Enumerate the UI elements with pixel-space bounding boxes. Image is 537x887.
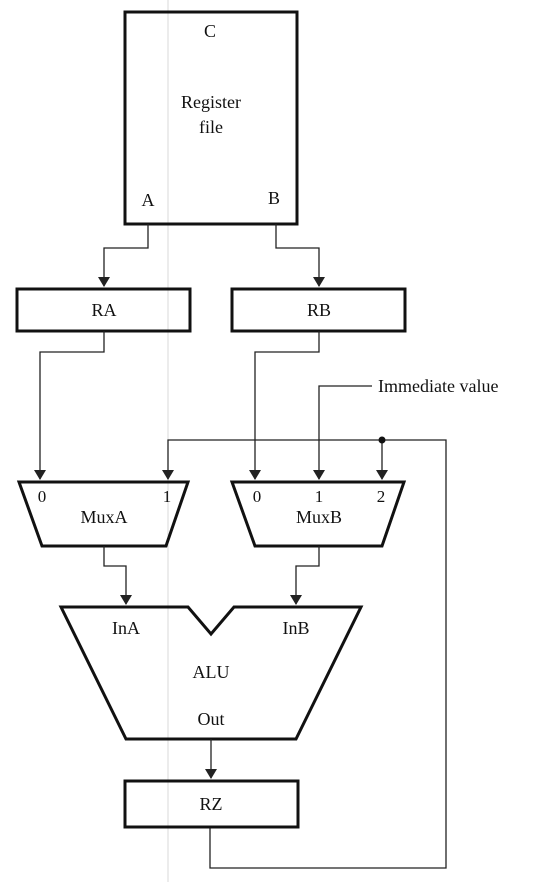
register-file: C Register file A B <box>123 10 299 226</box>
register-rz: RZ <box>123 779 300 829</box>
mux-b: 0 1 2 MuxB <box>229 480 407 548</box>
feedback-junction-dot <box>378 436 386 444</box>
mux-b-input-1: 1 <box>315 487 324 506</box>
alu-label: ALU <box>193 662 230 682</box>
register-rb: RB <box>230 287 407 333</box>
register-ra-label: RA <box>91 300 116 320</box>
register-rb-label: RB <box>307 300 331 320</box>
wire-immediate-to-muxb <box>313 385 372 480</box>
register-ra: RA <box>15 287 192 333</box>
mux-a-input-0: 0 <box>38 487 47 506</box>
alu-shape <box>58 605 364 741</box>
register-file-title-line2: file <box>199 117 223 137</box>
register-rz-box <box>123 779 300 829</box>
mux-a-label: MuxA <box>80 507 127 527</box>
register-file-title-line1: Register <box>181 92 241 112</box>
alu-input-b-label: InB <box>283 618 310 638</box>
mux-a-input-1: 1 <box>163 487 172 506</box>
wire-ra-to-muxa <box>34 331 105 480</box>
wire-muxa-to-alu <box>103 546 132 605</box>
wire-rz-feedback-to-muxa <box>162 439 447 869</box>
mux-a: 0 1 MuxA <box>16 480 191 548</box>
register-file-port-a: A <box>142 190 155 210</box>
alu-output-label: Out <box>198 709 225 729</box>
mux-b-label: MuxB <box>296 507 342 527</box>
mux-b-input-2: 2 <box>377 487 386 506</box>
register-rz-label: RZ <box>199 794 222 814</box>
alu: InA InB ALU Out <box>58 605 364 741</box>
mux-b-shape <box>229 480 407 548</box>
wire-rb-to-muxb <box>249 331 320 480</box>
mux-b-input-0: 0 <box>253 487 262 506</box>
wire-muxb-to-alu <box>290 546 320 605</box>
wire-a-to-ra <box>98 224 149 287</box>
immediate-value-label: Immediate value <box>378 376 498 396</box>
wire-b-to-rb <box>275 224 325 287</box>
register-file-port-b: B <box>268 188 280 208</box>
mux-a-shape <box>16 480 191 548</box>
register-file-box <box>123 10 299 226</box>
register-file-port-c: C <box>204 21 216 41</box>
alu-input-a-label: InA <box>112 618 140 638</box>
